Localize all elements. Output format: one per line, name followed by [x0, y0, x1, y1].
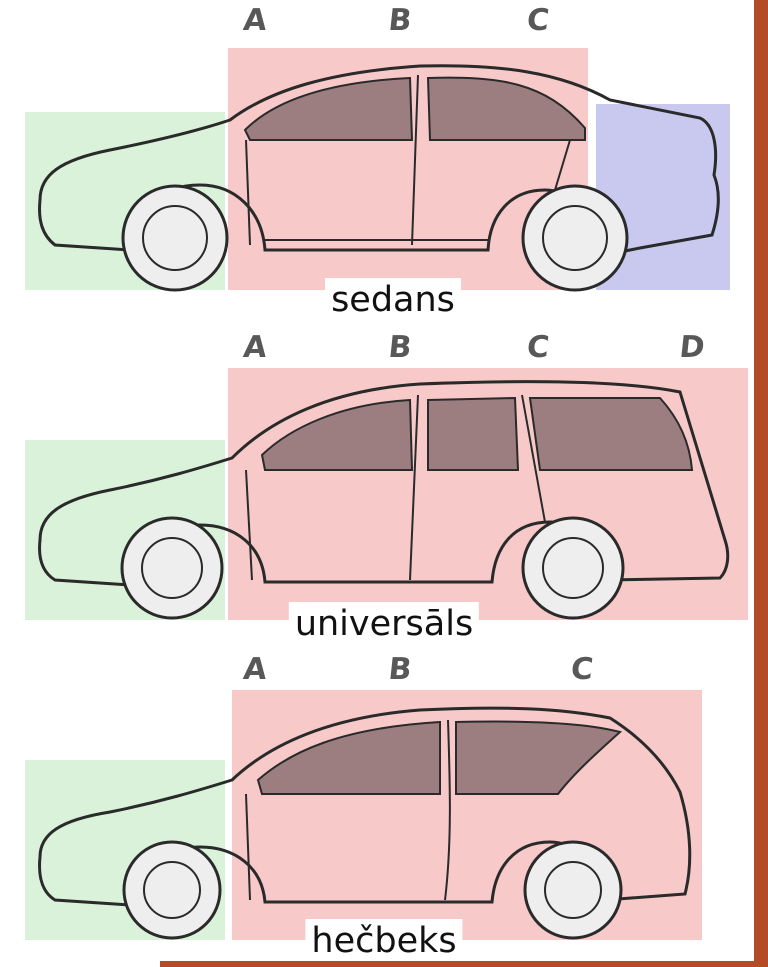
wagon-pillar-c-label: C: [525, 330, 551, 365]
wagon-door-line-b: [409, 394, 419, 581]
sedan-rear-hub: [542, 205, 608, 271]
hatchback-pillar-a-label: A: [241, 652, 269, 687]
wagon-front-hub: [141, 537, 203, 599]
hatchback-caption: hečbeks: [305, 919, 463, 963]
hatchback-front-wheel: [122, 840, 222, 940]
hatchback-pillar-c-label: C: [569, 652, 595, 687]
sedan-pillar-b-label: B: [386, 3, 414, 38]
sedan-caption: sedans: [325, 278, 461, 322]
wagon-pillar-d-label: D: [677, 330, 707, 365]
hatchback-illustration: [25, 690, 702, 940]
hatchback-door-line-a: [245, 793, 251, 901]
sedan-door-line-a: [245, 139, 251, 246]
sedan-door-line-b: [411, 74, 419, 246]
sedan-body-outline: [38, 64, 720, 257]
wagon-pillar-b-label: B: [386, 330, 414, 365]
sedan-rear-wheel: [521, 184, 629, 292]
sedan-illustration: [25, 48, 730, 292]
hatchback-pillar-b-label: B: [386, 652, 414, 687]
wagon-illustration: [25, 368, 748, 620]
frame-accent-bottom: [160, 961, 768, 967]
wagon-front-window: [260, 398, 414, 471]
hatchback-rear-wheel: [523, 840, 623, 940]
sedan-door-line-c: [554, 139, 571, 191]
sedan-pillar-c-label: C: [525, 3, 551, 38]
sedan-front-window: [243, 76, 414, 141]
wagon-rear-wheel: [521, 516, 625, 620]
hatchback-front-window: [256, 720, 441, 795]
wagon-door-line-c: [521, 394, 546, 523]
hatchback-body-outline: [38, 706, 692, 907]
wagon-rear-window: [528, 397, 694, 471]
hatchback-rear-window: [455, 720, 623, 795]
wagon-middle-window: [427, 396, 520, 471]
hatchback-door-line-b: [444, 719, 451, 901]
wagon-front-wheel: [120, 516, 224, 620]
wagon-door-line-a: [245, 469, 253, 581]
wagon-rear-hub: [542, 537, 604, 599]
sedan-front-wheel: [121, 184, 229, 292]
hatchback-front-hub: [143, 861, 201, 919]
wagon-caption: universāls: [288, 602, 480, 646]
sedan-pillar-a-label: A: [241, 3, 269, 38]
hatchback-rear-hub: [544, 861, 602, 919]
frame-accent-right: [754, 0, 768, 967]
sedan-front-hub: [142, 205, 208, 271]
sedan-rear-window: [426, 76, 586, 141]
wagon-pillar-a-label: A: [241, 330, 269, 365]
